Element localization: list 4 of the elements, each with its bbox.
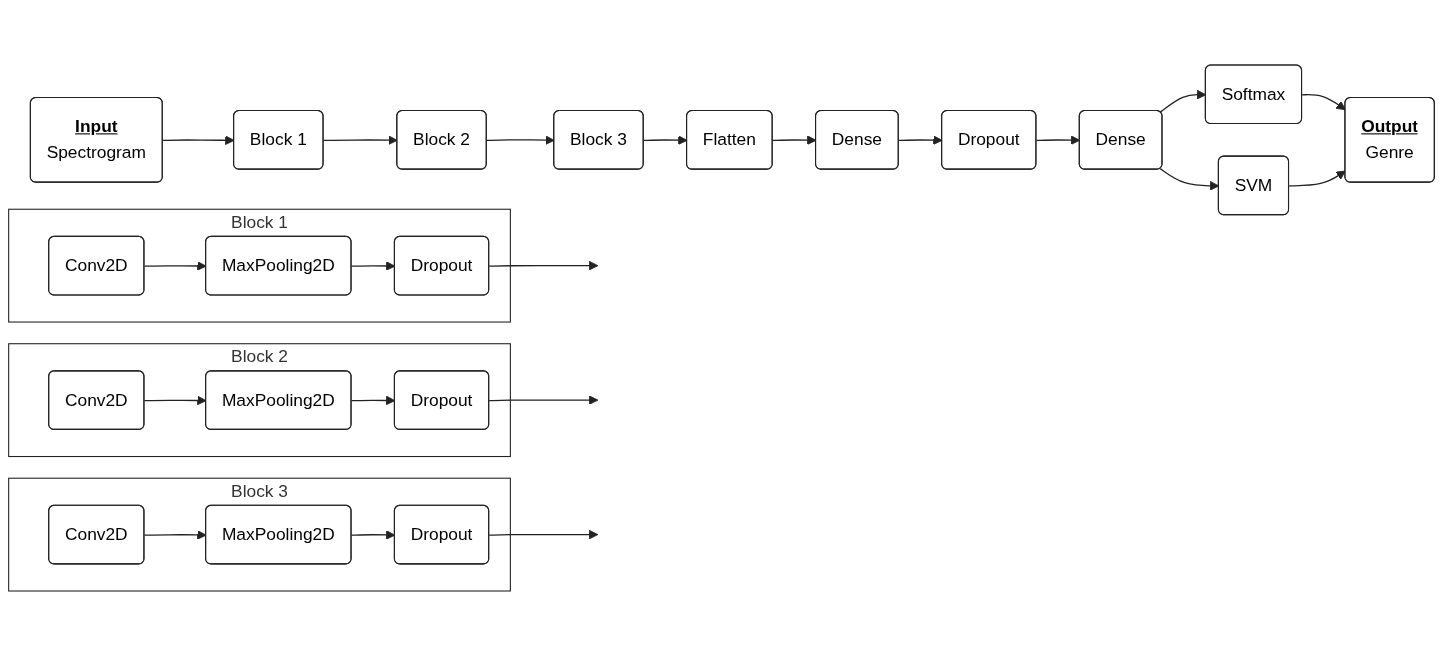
arrow	[488, 395, 599, 405]
arrow	[488, 529, 599, 540]
arrow	[1301, 94, 1346, 111]
arrow	[488, 260, 599, 271]
